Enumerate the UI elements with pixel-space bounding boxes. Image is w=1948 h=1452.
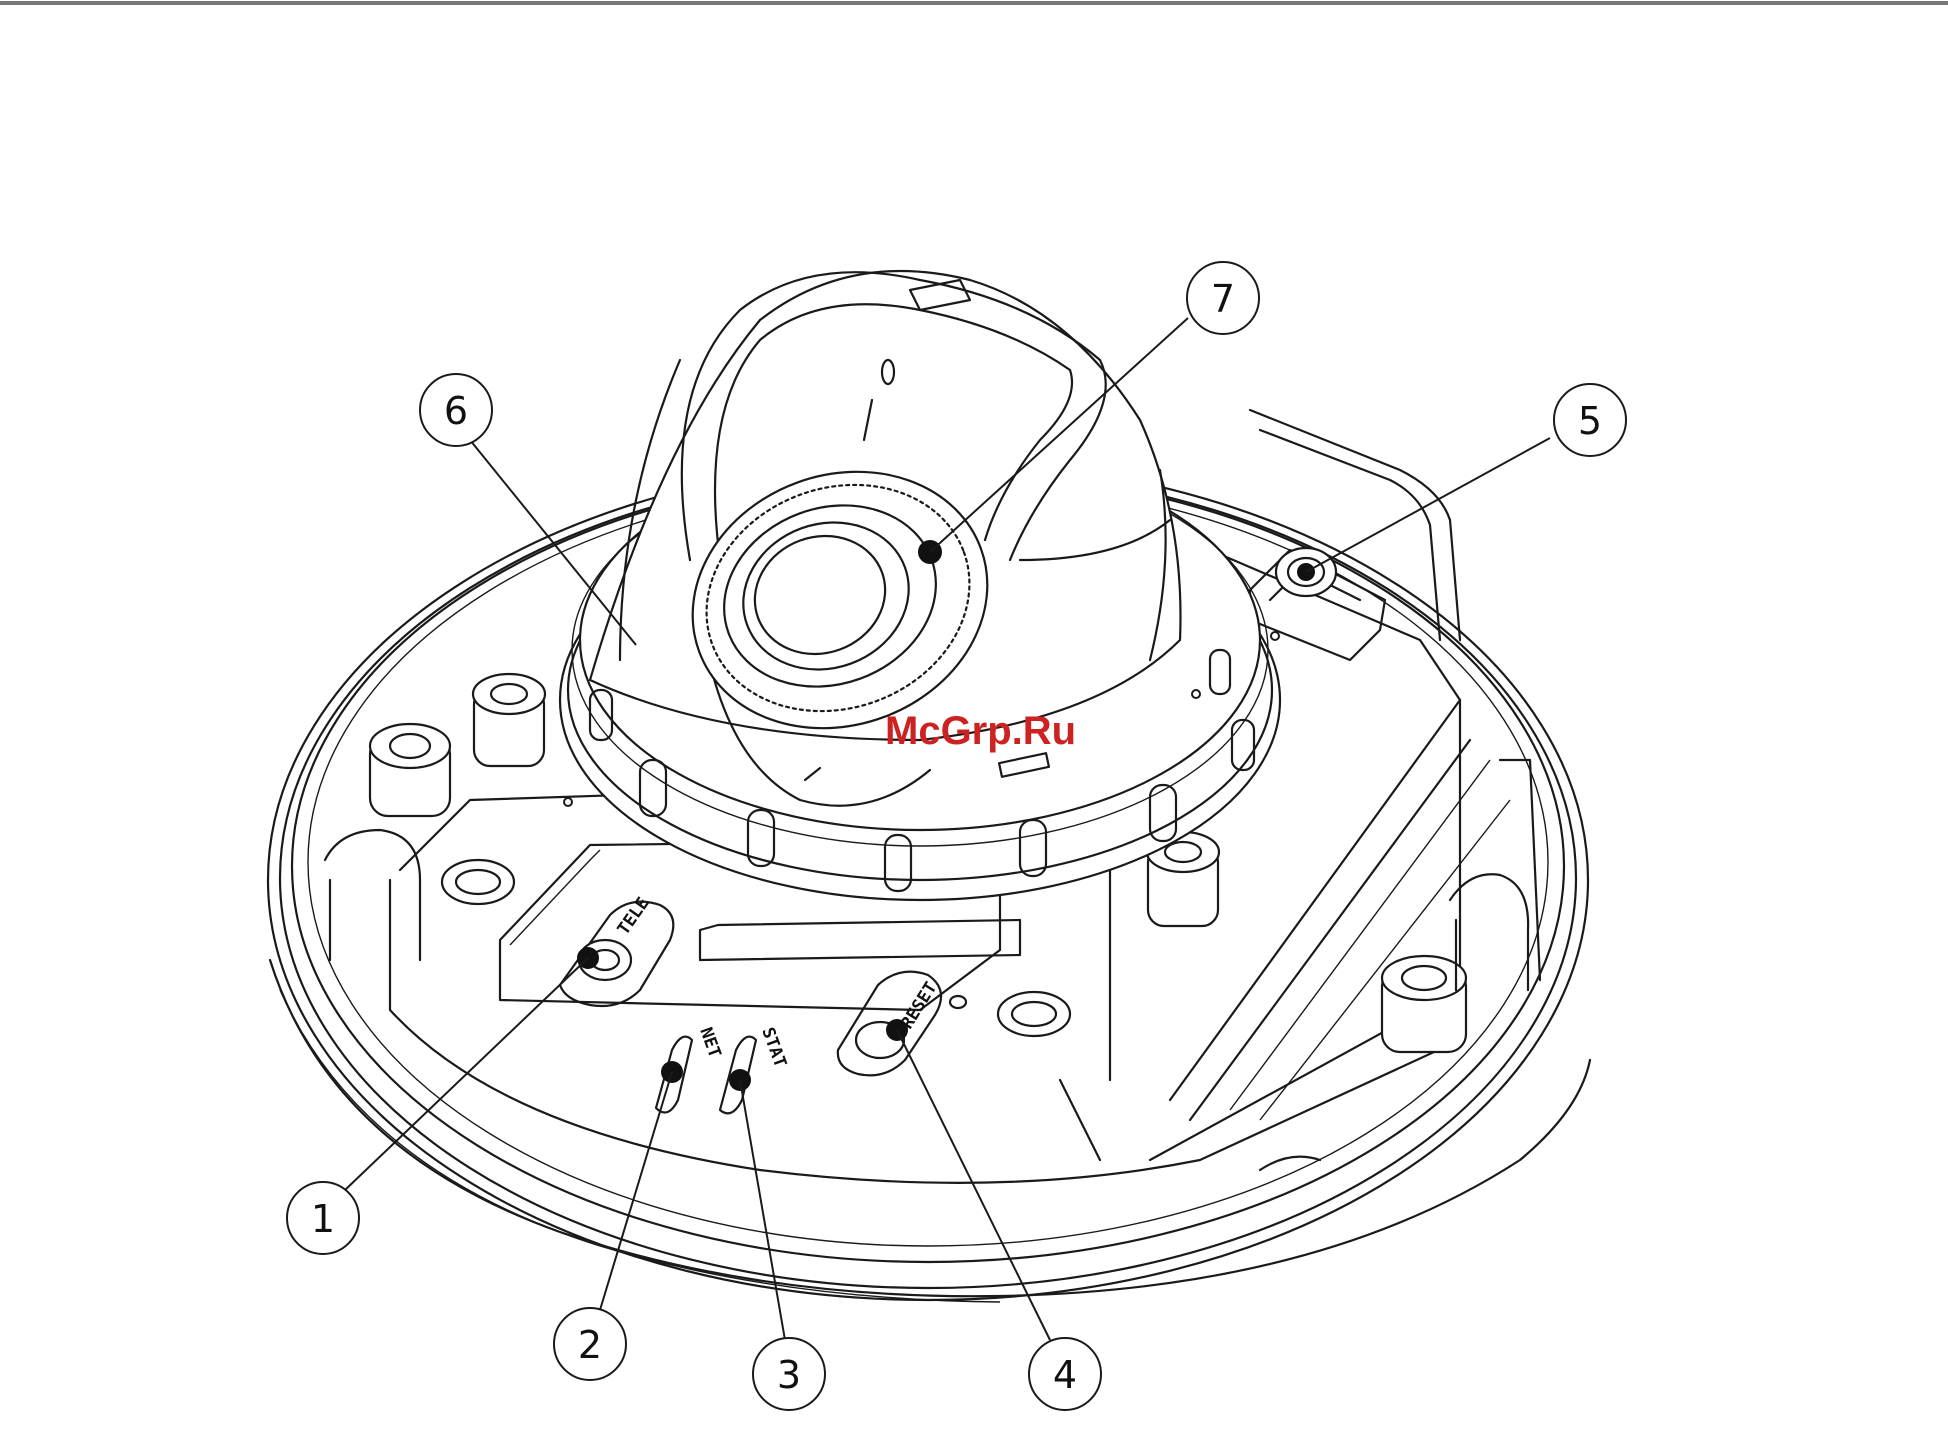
tele-button: TELE <box>560 894 673 1006</box>
watermark: McGrp.Ru <box>885 709 1076 753</box>
callout-number: 4 <box>1053 1353 1077 1397</box>
callout-number: 1 <box>311 1197 335 1241</box>
callout-4: 4 <box>1029 1338 1101 1410</box>
callout-number: 7 <box>1211 277 1235 321</box>
tele-label: TELE <box>614 894 654 939</box>
callout-number: 5 <box>1578 399 1602 443</box>
callout-1: 1 <box>287 1182 359 1254</box>
callout-2: 2 <box>554 1308 626 1380</box>
led-indicators: NET STAT <box>656 1025 790 1113</box>
callout-number: 2 <box>578 1323 602 1367</box>
callout-5: 5 <box>1554 384 1626 456</box>
reset-label: RESET <box>897 979 941 1033</box>
callout-number: 3 <box>777 1353 801 1397</box>
reset-button: RESET <box>838 972 966 1076</box>
callout-6: 6 <box>420 374 492 446</box>
stat-label: STAT <box>757 1025 790 1070</box>
net-label: NET <box>695 1025 724 1061</box>
callout-3: 3 <box>753 1338 825 1410</box>
callout-number: 6 <box>444 389 468 433</box>
callout-7: 7 <box>1187 262 1259 334</box>
